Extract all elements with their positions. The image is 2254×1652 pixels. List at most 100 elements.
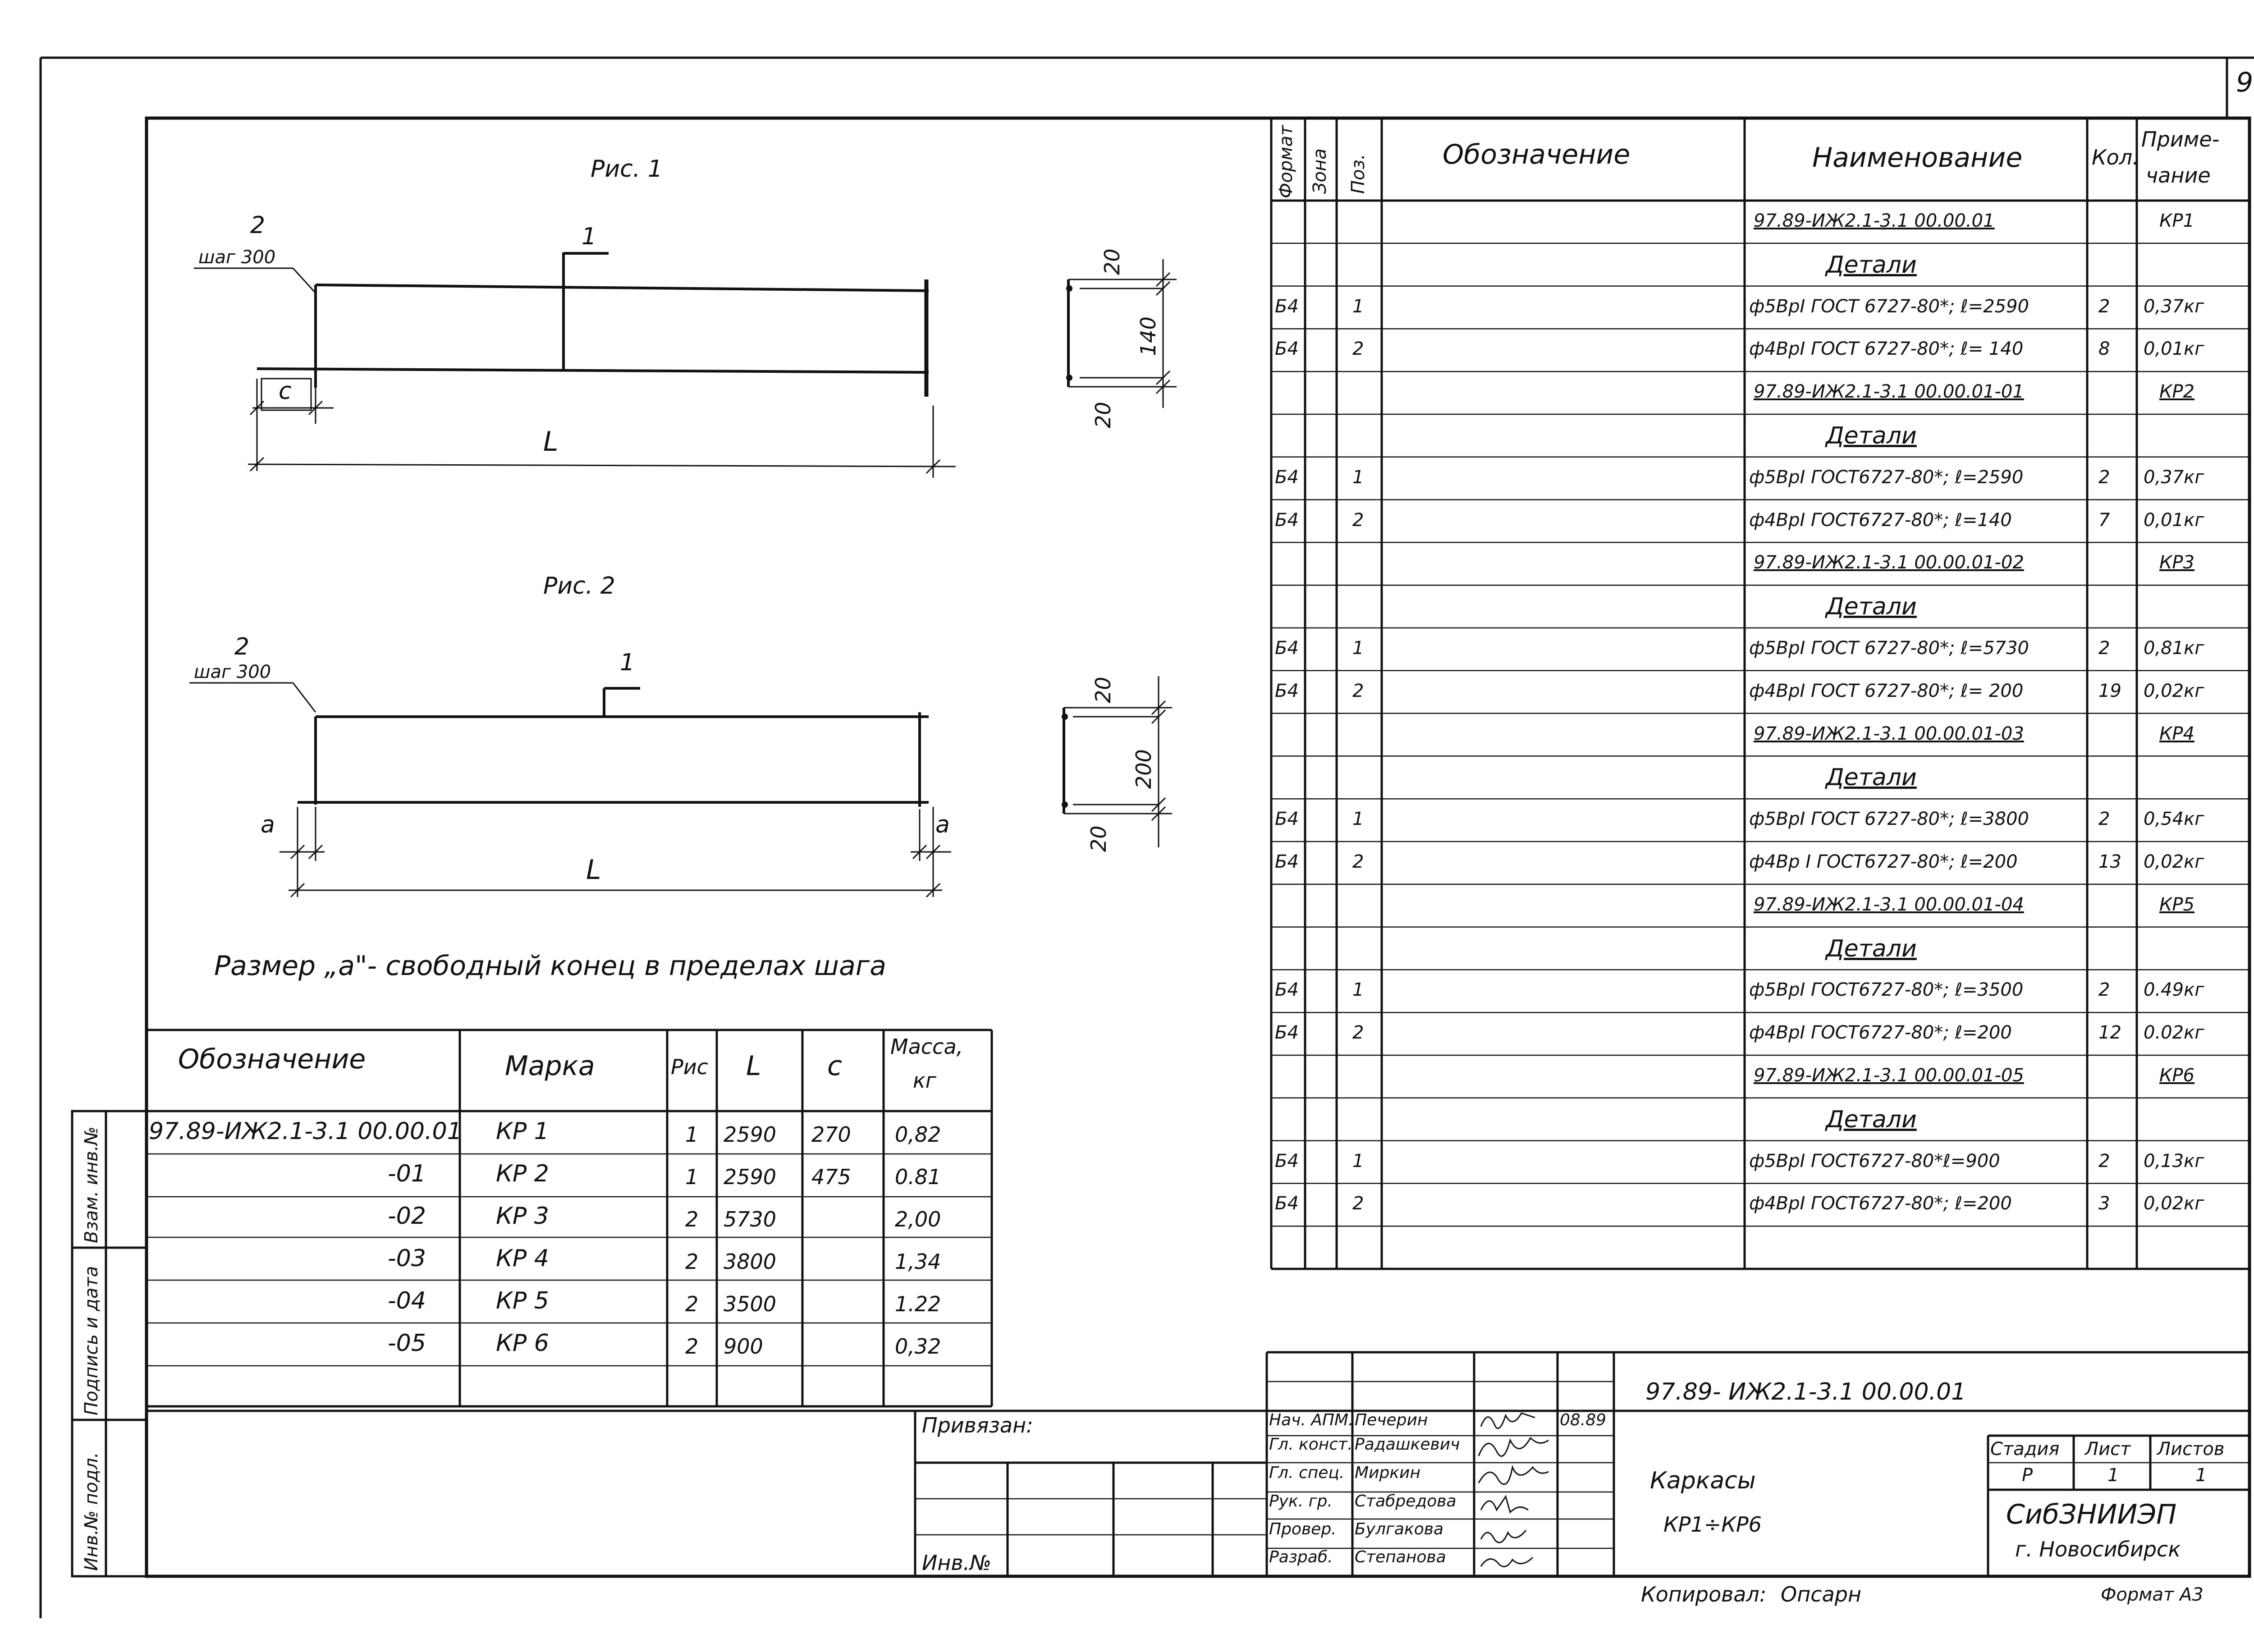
spec-row-mark: КР6 [2159, 1065, 2194, 1086]
marks-row-mark: КР 3 [496, 1203, 549, 1230]
marks-row-L: 3500 [724, 1292, 777, 1316]
spec-row-name: ф4ВрI ГОСТ6727-80*; ℓ=140 [1749, 509, 2012, 531]
spec-row-mass: 0,02кг [2144, 1193, 2204, 1214]
spec-row-qty: 2 [2098, 809, 2110, 830]
fig2-pos2-label: 2 [234, 633, 250, 660]
spec-row-format: Б4 [1275, 680, 1299, 701]
sheet-number: 97 [2236, 67, 2254, 98]
spec-row-position: 1 [1352, 467, 1364, 488]
marks-header-mass-unit: кг [913, 1068, 936, 1093]
fig1-section-bottom: 20 [1091, 402, 1115, 428]
spec-row-name: ф4ВрI ГОСТ 6727-80*; ℓ= 140 [1749, 339, 2024, 360]
format-label: Формат А3 [2101, 1584, 2204, 1605]
spec-row-position: 1 [1352, 1150, 1364, 1172]
marks-row-designation: -02 [388, 1203, 426, 1230]
sheet-label: Лист [2085, 1439, 2131, 1460]
spec-row-mark: КР3 [2159, 552, 2194, 573]
spec-row-mass: 0,54кг [2144, 809, 2204, 830]
spec-row-format: Б4 [1275, 851, 1299, 872]
spec-row-format: Б4 [1275, 1193, 1299, 1214]
marks-row-designation: -03 [388, 1245, 426, 1272]
spec-row-mass: 0,81кг [2144, 638, 2204, 659]
fig2-dim-a-right: a [935, 811, 950, 838]
spec-row-mark: КР5 [2159, 894, 2194, 915]
spec-row-position: 1 [1352, 296, 1364, 317]
spec-row-format: Б4 [1275, 979, 1299, 1001]
spec-row-document: 97.89-ИЖ2.1-3.1 00.00.01-05 [1754, 1065, 2024, 1086]
fig2-pos1-label: 1 [620, 649, 635, 676]
marks-row-fig: 2 [685, 1249, 699, 1274]
binding-label: Привязан: [922, 1413, 1033, 1437]
marks-row-fig: 2 [685, 1207, 699, 1231]
spec-row-format: Б4 [1275, 638, 1299, 659]
spec-header-pos: Поз. [1348, 154, 1369, 194]
spec-row-position: 2 [1352, 680, 1364, 701]
spec-header-designation: Обозначение [1443, 139, 1631, 170]
spec-row-name: ф5ВрI ГОСТ 6727-80*; ℓ=3800 [1749, 809, 2029, 830]
fig2-dim-a-left: a [261, 811, 275, 838]
spec-row-qty: 3 [2098, 1193, 2110, 1214]
spec-row-mass: 0,01кг [2144, 339, 2204, 360]
person-name: Печерин [1355, 1411, 1428, 1429]
fig1-pos1-label: 1 [582, 223, 597, 250]
spec-row-mass: 0,02кг [2144, 851, 2204, 872]
spec-header-name: Наименование [1812, 142, 2023, 174]
marks-row-L: 3800 [724, 1249, 777, 1274]
spec-row-position: 2 [1352, 339, 1364, 360]
fig1-pos2-label: 2 [250, 212, 266, 239]
copied-label: Копировал: [1641, 1582, 1767, 1606]
spec-row-mass: 0,13кг [2144, 1150, 2204, 1172]
copied-by: Опсарн [1781, 1582, 1862, 1606]
marks-row-L: 5730 [724, 1207, 777, 1231]
spec-row-format: Б4 [1275, 296, 1299, 317]
spec-row-name: ф5ВрI ГОСТ 6727-80*; ℓ=5730 [1749, 638, 2029, 659]
spec-row-document: 97.89-ИЖ2.1-3.1 00.00.01-03 [1754, 723, 2024, 744]
binding-inv-label: Инв.№ [922, 1551, 992, 1575]
spec-row-position: 1 [1352, 638, 1364, 659]
marks-row-fig: 2 [685, 1292, 699, 1316]
marks-header-mass: Масса, [890, 1034, 963, 1059]
spec-row-mass: 0.49кг [2144, 979, 2204, 1001]
spec-row-document: 97.89-ИЖ2.1-3.1 00.00.01 [1754, 211, 1995, 231]
fig1-dim-c: c [279, 378, 292, 405]
spec-header-note-1: Приме- [2141, 127, 2220, 151]
spec-row-qty: 7 [2098, 509, 2110, 531]
side-stamp-replaces-inv: Взам. инв.№ [81, 1126, 102, 1243]
fig2-dim-L: L [586, 854, 601, 886]
spec-row-format: Б4 [1275, 509, 1299, 531]
stage-label: Стадия [1990, 1439, 2060, 1460]
person-name: Радашкевич [1355, 1435, 1460, 1454]
side-stamp-signature-date: Подпись и дата [81, 1266, 102, 1415]
marks-row-c: 270 [811, 1122, 851, 1147]
marks-row-fig: 1 [685, 1165, 699, 1189]
spec-row-qty: 2 [2098, 296, 2110, 317]
spec-row-format: Б4 [1275, 339, 1299, 360]
spec-row-position: 1 [1352, 809, 1364, 830]
spec-row-qty: 2 [2098, 467, 2110, 488]
spec-row-mark: КР1 [2159, 211, 2194, 231]
spec-row-document: 97.89-ИЖ2.1-3.1 00.00.01-01 [1754, 381, 2024, 403]
marks-header-designation: Обозначение [178, 1043, 366, 1075]
marks-row-mark: КР 2 [496, 1160, 549, 1187]
marks-header-fig: Рис [671, 1055, 708, 1079]
marks-row-designation: -01 [388, 1160, 426, 1187]
spec-row-name: ф5ВрI ГОСТ6727-80*; ℓ=3500 [1749, 979, 2024, 1001]
spec-row-mass: 0,37кг [2144, 467, 2204, 488]
title-line-1: Каркасы [1650, 1467, 1756, 1494]
spec-row-section-title: Детали [1826, 1106, 1917, 1133]
title-line-2: КР1÷КР6 [1663, 1512, 1762, 1537]
marks-row-mark: КР 4 [496, 1245, 549, 1272]
free-end-note: Размер „а"- свободный конец в пределах ш… [214, 950, 887, 982]
person-role: Гл. спец. [1269, 1464, 1345, 1482]
doc-code: 97.89- ИЖ2.1-3.1 00.00.01 [1645, 1378, 1966, 1405]
marks-header-mark: Марка [505, 1050, 595, 1082]
marks-row-mass: 1,34 [895, 1249, 941, 1274]
spec-row-mark: КР2 [2159, 381, 2194, 403]
marks-row-mass: 0,32 [895, 1334, 941, 1359]
marks-header-L: L [746, 1050, 761, 1082]
spec-row-section-title: Детали [1826, 764, 1917, 792]
spec-header-note-2: чание [2146, 163, 2211, 188]
marks-row-L: 900 [724, 1334, 763, 1359]
side-stamp-inv-orig: Инв.№ подл. [81, 1452, 102, 1571]
